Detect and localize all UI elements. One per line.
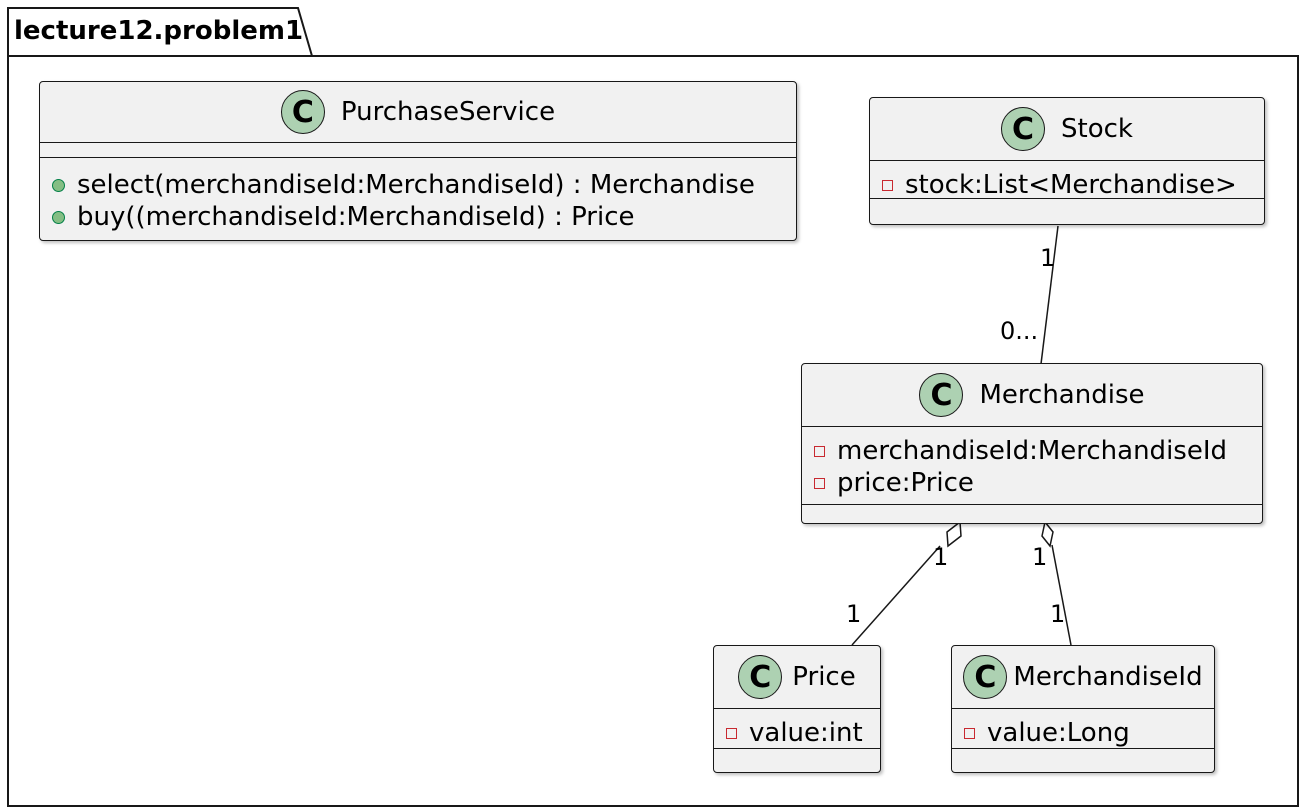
class-header: C Price [714, 646, 880, 708]
aggregation-diamond-merchandiseid [1041, 520, 1054, 548]
field-row: value:Long [964, 717, 1214, 749]
class-purchase-service[interactable]: C PurchaseService select(merchandiseId:M… [39, 81, 797, 241]
class-header: C PurchaseService [40, 82, 796, 142]
multiplicity-merchandise-id-end: 1 [1050, 600, 1066, 628]
class-stock[interactable]: C Stock stock:List<Merchandise> [869, 97, 1265, 225]
class-name: Price [792, 662, 856, 692]
private-visibility-icon [964, 727, 975, 739]
field-text: price:Price [837, 468, 974, 498]
field-row: value:int [726, 717, 880, 749]
class-name: Stock [1061, 114, 1133, 144]
multiplicity-merchandise-end: 0... [1000, 317, 1039, 345]
private-visibility-icon [726, 727, 737, 739]
field-text: merchandiseId:MerchandiseId [837, 436, 1227, 466]
class-name: PurchaseService [340, 97, 556, 127]
class-c-icon: C [1001, 107, 1046, 151]
methods-compartment [714, 748, 880, 749]
method-signature: select(merchandiseId:MerchandiseId) : Me… [77, 170, 755, 200]
class-price[interactable]: C Price value:int [713, 645, 881, 773]
class-c-icon: C [963, 655, 1008, 699]
method-row: buy((merchandiseId:MerchandiseId) : Pric… [52, 201, 796, 233]
private-visibility-icon [882, 179, 893, 191]
methods-compartment [802, 504, 1262, 505]
field-row: stock:List<Merchandise> [882, 169, 1264, 201]
aggregation-merchandise-merchandiseid [1051, 544, 1072, 646]
class-c-icon: C [738, 655, 783, 699]
fields-compartment: value:int [714, 708, 880, 748]
aggregation-merchandise-price [851, 545, 941, 646]
fields-compartment [40, 142, 796, 157]
multiplicity-merchandise-id-source: 1 [1032, 543, 1048, 571]
association-stock-merchandise [1040, 225, 1059, 365]
field-row: merchandiseId:MerchandiseId [814, 435, 1262, 467]
methods-compartment: select(merchandiseId:MerchandiseId) : Me… [40, 157, 796, 233]
method-row: select(merchandiseId:MerchandiseId) : Me… [52, 169, 796, 201]
class-header: C Merchandise [802, 364, 1262, 426]
private-visibility-icon [814, 477, 825, 489]
multiplicity-stock-end: 1 [1040, 244, 1056, 272]
methods-compartment [952, 748, 1214, 749]
public-visibility-icon [52, 178, 65, 192]
class-c-icon: C [280, 90, 325, 134]
private-visibility-icon [814, 445, 825, 457]
multiplicity-price-end: 1 [846, 600, 862, 628]
aggregation-diamond-price [946, 520, 962, 548]
class-header: C MerchandiseId [952, 646, 1214, 708]
class-merchandise[interactable]: C Merchandise merchandiseId:MerchandiseI… [801, 363, 1263, 524]
public-visibility-icon [52, 210, 65, 224]
methods-compartment [870, 198, 1264, 199]
fields-compartment: value:Long [952, 708, 1214, 748]
method-signature: buy((merchandiseId:MerchandiseId) : Pric… [77, 202, 635, 232]
field-text: value:int [749, 718, 863, 748]
field-text: value:Long [987, 718, 1130, 748]
multiplicity-merchandise-price-source: 1 [933, 543, 949, 571]
class-name: MerchandiseId [1013, 662, 1203, 692]
class-header: C Stock [870, 98, 1264, 160]
class-c-icon: C [919, 373, 964, 417]
package-name: lecture12.problem1 [14, 16, 304, 46]
fields-compartment: merchandiseId:MerchandiseId price:Price [802, 426, 1262, 504]
class-name: Merchandise [979, 380, 1145, 410]
class-merchandise-id[interactable]: C MerchandiseId value:Long [951, 645, 1215, 773]
fields-compartment: stock:List<Merchandise> [870, 160, 1264, 201]
field-text: stock:List<Merchandise> [905, 170, 1237, 200]
field-row: price:Price [814, 467, 1262, 499]
